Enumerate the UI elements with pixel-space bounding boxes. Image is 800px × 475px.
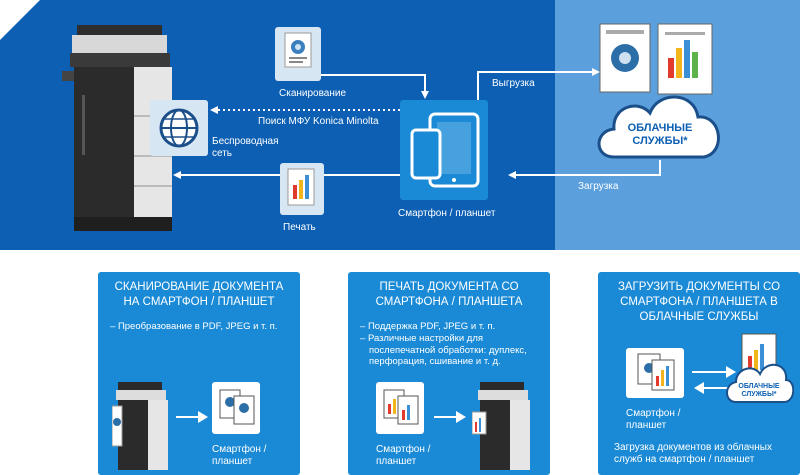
- panel-print-docs-icon: [383, 389, 419, 425]
- panel-print-title: ПЕЧАТЬ ДОКУМЕНТА СО СМАРТФОНА / ПЛАНШЕТА: [375, 281, 523, 308]
- panel-scan-printer-icon: [112, 382, 168, 470]
- download-label: Загрузка: [578, 181, 619, 192]
- panel-scan-to-device: СКАНИРОВАНИЕ ДОКУМЕНТА НА СМАРТФОН / ПЛА…: [98, 272, 300, 475]
- smartphone-tablet-icon: [410, 112, 480, 188]
- panel-print-device-card: [376, 382, 424, 434]
- print-document-card: [280, 163, 324, 215]
- print-label: Печать: [283, 222, 316, 233]
- device-box: [400, 100, 488, 200]
- search-label: Поиск МФУ Konica Minolta: [258, 116, 379, 127]
- panel-cloud-device-label: Смартфон / планшет: [626, 408, 681, 431]
- scan-document-card: [275, 27, 321, 81]
- panel-print-from-device: ПЕЧАТЬ ДОКУМЕНТА СО СМАРТФОНА / ПЛАНШЕТА…: [348, 272, 550, 475]
- panel-cloud-docs-icon: [637, 353, 675, 391]
- cloud-documents-icon: [599, 23, 713, 95]
- panel-cloud-upload: ЗАГРУЗИТЬ ДОКУМЕНТЫ СО СМАРТФОНА / ПЛАНШ…: [598, 272, 800, 475]
- cloud-icon: [597, 95, 720, 159]
- panel-print-bullet-1: – Поддержка PDF, JPEG и т. п.: [360, 321, 496, 332]
- wireless-label: Беспроводная сеть: [212, 136, 279, 159]
- wireless-card: [150, 100, 208, 156]
- globe-icon: [159, 108, 199, 148]
- panel-scan-device-card: [212, 382, 260, 434]
- panel-scan-bullet: – Преобразование в PDF, JPEG и т. п.: [110, 321, 278, 332]
- panel-scan-device-label: Смартфон / планшет: [212, 444, 267, 467]
- panel-cloud-device-card: [626, 348, 684, 398]
- print-document-icon: [287, 168, 315, 206]
- panel-scan-title: СКАНИРОВАНИЕ ДОКУМЕНТА НА СМАРТФОН / ПЛА…: [114, 281, 284, 308]
- panel-print-arrow: [434, 411, 466, 423]
- panel-print-device-label: Смартфон / планшет: [376, 444, 431, 467]
- panel-cloud-note: Загрузка документов из облачных служб на…: [614, 442, 772, 465]
- panel-scan-arrow: [176, 411, 208, 423]
- mfp-printer-icon: [62, 25, 172, 231]
- panel-print-bullet-2: – Различные настройки для послепечатной …: [360, 333, 527, 367]
- panel-cloud-title: ЗАГРУЗИТЬ ДОКУМЕНТЫ СО СМАРТФОНА / ПЛАНШ…: [617, 281, 781, 323]
- panel-print-printer-icon: [472, 382, 530, 470]
- scanned-document-icon: [284, 32, 312, 68]
- upload-label: Выгрузка: [492, 78, 535, 89]
- device-label: Смартфон / планшет: [398, 208, 496, 219]
- panel-cloud-icon: [726, 333, 794, 403]
- scan-label: Сканирование: [279, 88, 347, 99]
- panel-cloud-label: ОБЛАЧНЫЕ СЛУЖБЫ*: [738, 383, 780, 398]
- panel-scan-docs-icon: [219, 389, 255, 425]
- cloud-label: ОБЛАЧНЫЕ СЛУЖБЫ*: [627, 122, 693, 147]
